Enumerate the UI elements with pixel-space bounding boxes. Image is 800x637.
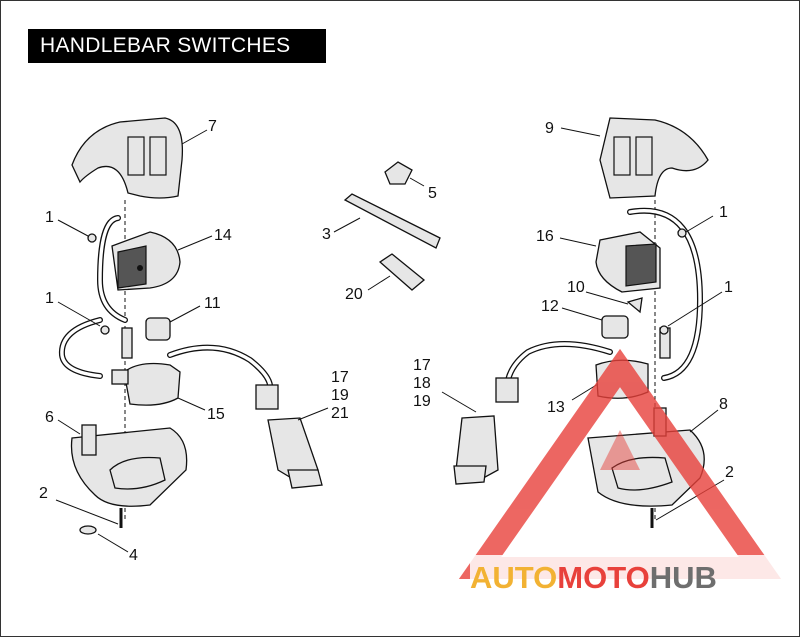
- callout-17-left: 17: [331, 369, 349, 386]
- part-lower-housing-left: [70, 424, 188, 507]
- part-switch-left: [111, 231, 181, 291]
- part-upper-housing-left: [71, 117, 184, 199]
- callout-9: 9: [545, 120, 554, 137]
- watermark-logo: AUTOMOTOHUB: [470, 560, 717, 595]
- callout-3: 3: [322, 226, 331, 243]
- callout-4: 4: [129, 547, 138, 564]
- loose-parts: [343, 161, 441, 291]
- callout-20: 20: [345, 286, 363, 303]
- left-switch-assembly: [58, 117, 323, 535]
- callout-8: 8: [719, 396, 728, 413]
- callout-12: 12: [541, 298, 559, 315]
- part-upper-housing-right: [599, 117, 709, 199]
- callout-5: 5: [428, 185, 437, 202]
- callout-17-right: 17: [413, 357, 431, 374]
- callout-15: 15: [207, 406, 225, 423]
- callout-16: 16: [536, 228, 554, 245]
- callout-1-mid-right: 1: [724, 279, 733, 296]
- part-sleeve-20: [378, 253, 426, 291]
- callout-2-left: 2: [39, 485, 48, 502]
- callout-18: 18: [413, 375, 431, 392]
- callout-10: 10: [567, 279, 585, 296]
- callout-2-right: 2: [725, 464, 734, 481]
- callout-11: 11: [204, 295, 221, 312]
- callout-14: 14: [214, 227, 232, 244]
- part-clip-5: [384, 161, 413, 185]
- part-connector-left: [255, 384, 323, 489]
- page-title: HANDLEBAR SWITCHES: [28, 29, 326, 63]
- callout-21: 21: [331, 405, 349, 422]
- callout-1-upper-right: 1: [719, 204, 728, 221]
- right-switch-assembly: [453, 117, 709, 528]
- callout-labels: 7 9 1 1 14 16 5 3 20 1 1 11 10 12 17 19 …: [39, 118, 734, 564]
- callout-6: 6: [45, 409, 54, 426]
- callout-1-upper-left: 1: [45, 209, 54, 226]
- callout-19-right: 19: [413, 393, 431, 410]
- callout-19-left: 19: [331, 387, 349, 404]
- part-switch-right: [595, 231, 661, 293]
- part-cable-strap-3: [343, 193, 441, 249]
- callout-13: 13: [547, 399, 565, 416]
- callout-7: 7: [208, 118, 217, 135]
- part-switch-housing-15: [111, 362, 181, 406]
- callout-1-mid-left: 1: [45, 290, 54, 307]
- part-connector-right: [453, 377, 519, 485]
